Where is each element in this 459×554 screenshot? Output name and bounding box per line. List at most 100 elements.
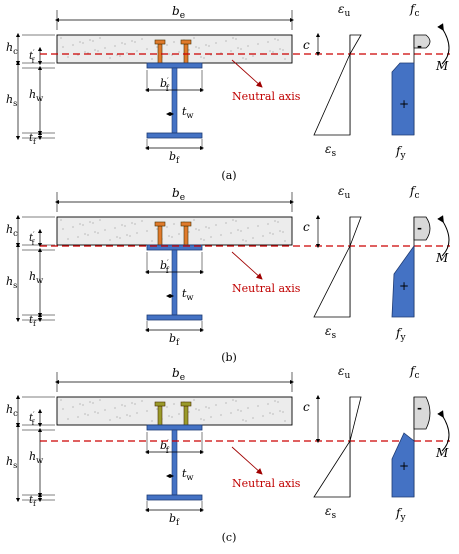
aggregate-dot	[72, 406, 74, 408]
web	[171, 429, 178, 496]
aggregate-dot	[126, 52, 128, 54]
panel-caption: (b)	[221, 351, 237, 364]
aggregate-dot	[116, 236, 118, 238]
eu-label: εu	[338, 2, 350, 19]
aggregate-dot	[198, 229, 200, 231]
aggregate-dot	[215, 42, 217, 44]
fc-label-base: f	[409, 364, 417, 378]
concrete-slab	[56, 396, 293, 426]
tension-sign: +	[399, 279, 409, 293]
hs-label-sub: s	[13, 280, 17, 290]
aggregate-dot	[141, 400, 143, 402]
fy-label-sub: y	[399, 333, 406, 343]
tension-sign: +	[399, 97, 409, 111]
aggregate-dot	[215, 224, 217, 226]
bf-label-base: b	[169, 332, 176, 345]
aggregate-dot	[284, 420, 286, 422]
aggregate-dot	[245, 420, 247, 422]
hs-label-base: h	[6, 93, 13, 106]
es-label: εs	[325, 504, 336, 521]
bfp-label-base: b	[160, 259, 167, 272]
aggregate-dot	[225, 40, 227, 42]
aggregate-dot	[104, 409, 106, 411]
aggregate-dot	[114, 45, 116, 47]
aggregate-dot	[156, 46, 158, 48]
aggregate-dot	[232, 399, 234, 401]
aggregate-dot	[279, 48, 281, 50]
aggregate-dot	[60, 219, 62, 221]
aggregate-dot	[121, 42, 123, 44]
moment-label: M	[435, 59, 449, 73]
tfp-label-sup: ′	[33, 411, 35, 419]
shear-stud-head	[180, 401, 192, 407]
tfp-label-sub: f	[32, 56, 36, 65]
eu-label: εu	[338, 184, 350, 201]
aggregate-dot	[72, 226, 74, 228]
bottom-flange	[146, 494, 203, 501]
concrete-slab	[56, 34, 293, 64]
bottom-flange	[146, 314, 203, 321]
strain-compression	[349, 34, 362, 56]
aggregate-dot	[210, 54, 212, 56]
aggregate-dot	[188, 49, 190, 51]
aggregate-dot	[237, 409, 239, 411]
aggregate-dot	[279, 230, 281, 232]
aggregate-dot	[89, 401, 91, 403]
es-label-sub: s	[331, 511, 336, 521]
hc-label-base: h	[6, 41, 13, 54]
shear-stud-shank	[157, 225, 163, 246]
aggregate-dot	[178, 233, 180, 235]
aggregate-dot	[173, 223, 175, 225]
aggregate-dot	[119, 237, 121, 239]
aggregate-dot	[67, 238, 69, 240]
aggregate-dot	[104, 229, 106, 231]
bf-label-sub: f	[176, 517, 180, 527]
fy-label: fy	[395, 144, 406, 161]
es-label-base: ε	[325, 504, 331, 518]
tw-label-sub: w	[186, 472, 193, 482]
aggregate-dot	[82, 224, 84, 226]
aggregate-dot	[146, 48, 148, 50]
tw-label: tw	[182, 467, 193, 482]
tw-label-sub: w	[186, 110, 193, 120]
aggregate-dot	[89, 39, 91, 41]
aggregate-dot	[267, 41, 269, 43]
c-label: c	[303, 38, 310, 52]
aggregate-dot	[282, 411, 284, 413]
bf-label: bf	[169, 332, 180, 347]
aggregate-dot	[205, 406, 207, 408]
aggregate-dot	[171, 54, 173, 56]
aggregate-dot	[193, 219, 195, 221]
fc-label-base: f	[409, 2, 417, 16]
aggregate-dot	[205, 44, 207, 46]
hs-label-base: h	[6, 275, 13, 288]
aggregate-dot	[99, 37, 101, 39]
aggregate-dot	[146, 230, 148, 232]
shear-stud-shank	[183, 405, 189, 426]
aggregate-dot	[109, 239, 111, 241]
hw-label-base: h	[29, 270, 36, 283]
aggregate-dot	[109, 57, 111, 59]
moment-label: M	[435, 251, 449, 265]
aggregate-dot	[230, 412, 232, 414]
strain-compression	[349, 216, 362, 247]
aggregate-dot	[136, 232, 138, 234]
aggregate-dot	[235, 38, 237, 40]
aggregate-dot	[225, 222, 227, 224]
aggregate-dot	[235, 220, 237, 222]
aggregate-dot	[116, 416, 118, 418]
aggregate-dot	[208, 407, 210, 409]
aggregate-dot	[129, 415, 131, 417]
hw-label-base: h	[29, 450, 36, 463]
aggregate-dot	[67, 418, 69, 420]
aggregate-dot	[109, 419, 111, 421]
shear-stud-shank	[183, 225, 189, 246]
tw-label-base: t	[182, 467, 187, 480]
aggregate-dot	[274, 220, 276, 222]
neutral-axis-label: Neutral axis	[232, 90, 301, 103]
tw-label-sub: w	[186, 292, 193, 302]
